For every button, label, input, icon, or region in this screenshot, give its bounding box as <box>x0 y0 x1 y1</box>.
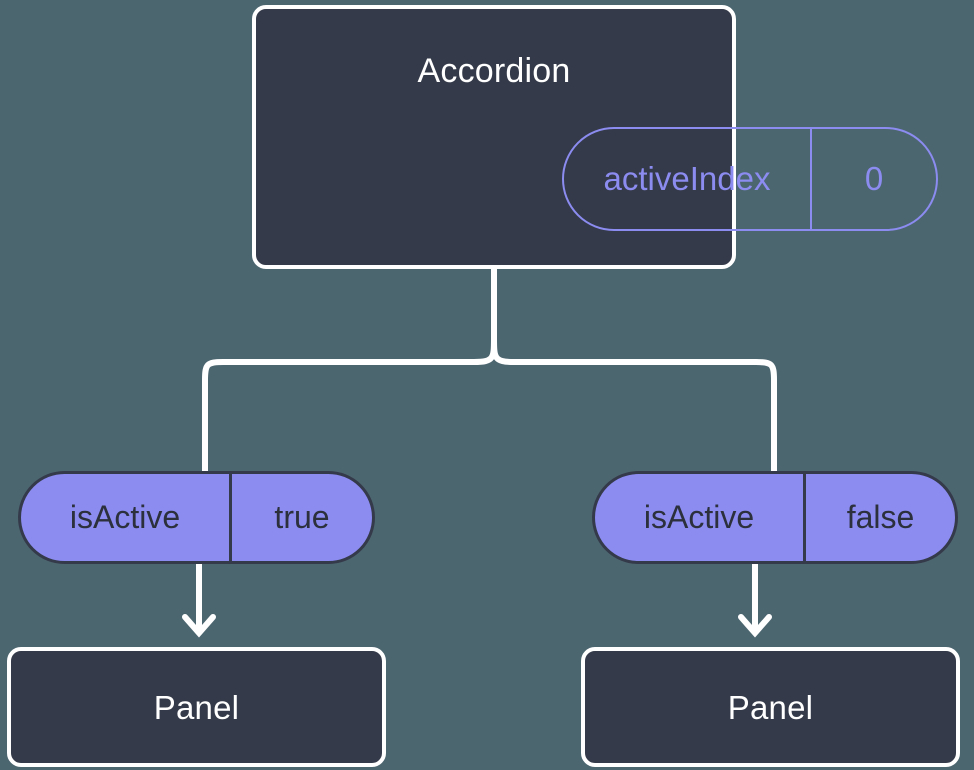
state-pill-activeindex[interactable]: activeIndex 0 <box>562 127 938 231</box>
prop-pill-key: isActive <box>21 474 232 561</box>
node-panel-left[interactable]: Panel <box>7 647 386 767</box>
prop-pill-isactive-true[interactable]: isActive true <box>18 471 375 564</box>
panel-title: Panel <box>727 688 814 726</box>
panel-title: Panel <box>153 688 240 726</box>
accordion-title: Accordion <box>417 52 571 90</box>
node-accordion[interactable]: Accordion activeIndex 0 <box>252 5 938 269</box>
prop-pill-value: false <box>846 499 915 535</box>
state-pill-value: 0 <box>864 160 884 197</box>
prop-pill-isactive-false[interactable]: isActive false <box>592 471 958 564</box>
arrowhead-right-icon <box>738 614 772 638</box>
prop-pill-value: true <box>274 499 330 535</box>
prop-pill-key: isActive <box>595 474 806 561</box>
node-panel-right[interactable]: Panel <box>581 647 960 767</box>
state-pill-key: activeIndex <box>564 129 812 229</box>
arrowhead-left-icon <box>182 614 216 638</box>
root-branch-connector <box>202 266 497 474</box>
root-branch-connector-right <box>491 335 777 474</box>
